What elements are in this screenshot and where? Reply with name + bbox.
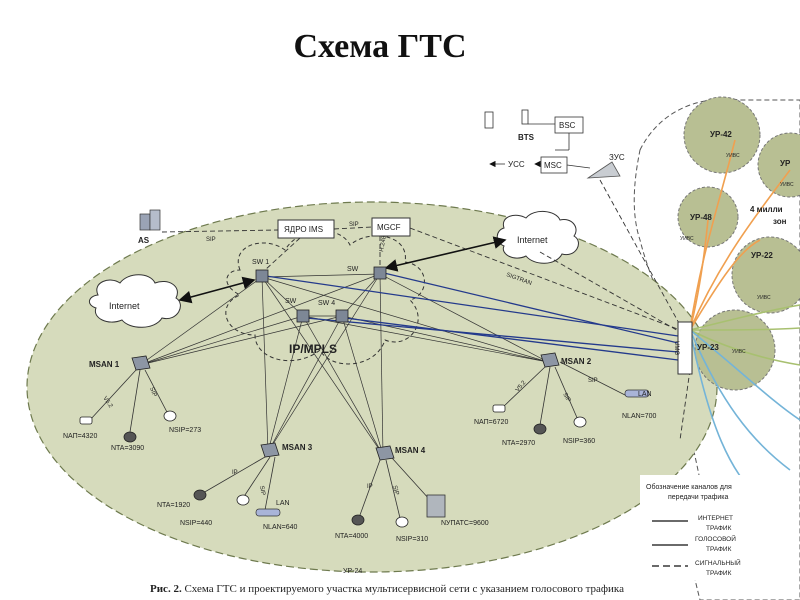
sip-label-as: SIP: [206, 237, 216, 243]
millions-label-2: зон: [773, 217, 787, 226]
signaling-links: [161, 179, 691, 441]
legend-item-1-line1: ИНТЕРНЕТ: [698, 515, 733, 522]
as-label: AS: [138, 236, 150, 245]
internet-link-left: [178, 276, 256, 304]
mesh-links: [139, 273, 549, 456]
msan3-nta: NTA=1920: [157, 502, 190, 509]
sip-label-3: SIP: [258, 485, 266, 496]
city-network-area: [26, 201, 718, 573]
legend-item-1-line2: ТРАФИК: [706, 525, 732, 532]
msan2-label: MSAN 2: [561, 357, 592, 366]
legend-item-3-line2: ТРАФИК: [706, 570, 732, 577]
msan2-lan: LAN: [638, 391, 652, 398]
msan1-nap: NАП=4320: [63, 433, 97, 440]
msc-label: MSC: [544, 161, 562, 170]
sw4-label: SW 4: [318, 300, 335, 307]
phone-icons: [79, 404, 587, 528]
sw1-label: SW 1: [252, 259, 269, 266]
msan4-label: MSAN 4: [395, 446, 426, 455]
msan3-label: MSAN 3: [282, 443, 313, 452]
subscriber-links: [89, 361, 626, 519]
voice-links: [265, 272, 679, 361]
msan-icons: [131, 352, 560, 461]
msan4-nupats: NУПАТС=9600: [441, 520, 489, 527]
internet-right-label: Internet: [517, 235, 548, 245]
sip-label-2: SIP: [561, 392, 571, 403]
as-server-icon: [139, 209, 161, 231]
msan3-lan: LAN: [276, 500, 290, 507]
switch-icons: [255, 266, 387, 323]
ur-48-sub: УИВС: [680, 236, 694, 242]
ur-24-label: УР-24: [343, 568, 362, 575]
upats-icon: [426, 494, 446, 518]
figure-caption: Рис. 2. Схема ГТС и проектируемого участ…: [150, 583, 790, 595]
msan1-nta: NTA=3090: [111, 445, 144, 452]
sip-label-1: SIP: [148, 387, 157, 398]
legend-item-2-line2: ТРАФИК: [706, 546, 732, 553]
caption-text: Схема ГТС и проектируемого участка мульт…: [184, 583, 624, 595]
msan2-nsip: NSIP=360: [563, 438, 595, 445]
lan-icon-msan2: [624, 389, 650, 398]
ur-48-label: УР-48: [690, 213, 712, 222]
umg-label: UMG: [673, 341, 679, 355]
legend-item-2-line1: ГОЛОСОВОЙ: [695, 534, 736, 543]
sip-label-4: SIP: [391, 485, 399, 496]
ur-42-sub: УИВС: [726, 153, 740, 159]
ur-right-sub: УИВС: [780, 182, 794, 188]
internet-link-right: [384, 236, 507, 272]
ipmpls-label: IP/MPLS: [289, 342, 337, 356]
legend-item-3-line1: СИГНАЛЬНЫЙ: [695, 558, 741, 567]
zus-label: ЗУС: [609, 153, 625, 162]
page-title: Схема ГТС: [293, 28, 467, 65]
msan3-nlan: NLAN=640: [263, 524, 298, 531]
h248-label: H.248: [379, 235, 388, 252]
msan3-nsip: NSIP=440: [180, 520, 212, 527]
msan4-nta: NTA=4000: [335, 533, 368, 540]
sip-label-msan2-lan: SIP: [588, 378, 598, 384]
legend-title-1: Обозначение каналов для: [646, 483, 732, 491]
umg-box: [677, 321, 693, 375]
ims-core-box: [277, 219, 335, 239]
ip-label-4: IP: [367, 484, 373, 490]
ur-42-label: УР-42: [710, 130, 732, 139]
ur-23-sub: УИВС: [732, 349, 746, 355]
sw2-label: SW: [347, 266, 359, 273]
msan4-nsip: NSIP=310: [396, 536, 428, 543]
internet-left-label: Internet: [109, 301, 140, 311]
uss-label: УСС: [508, 160, 525, 169]
mgcf-label: MGCF: [377, 223, 401, 232]
ur-23-label: УР-23: [697, 343, 719, 352]
msan2-nap: NАП=6720: [474, 419, 508, 426]
mgcf-box: [371, 217, 411, 237]
msan2-nlan: NLAN=700: [622, 413, 657, 420]
millions-label-1: 4 милли: [750, 205, 783, 214]
ip-label-3: IP: [232, 470, 238, 476]
legend-box: [640, 475, 790, 580]
caption-prefix: Рис. 2.: [150, 583, 182, 595]
sip-label-core: SIP: [349, 222, 359, 228]
ims-core-label: ЯДРО IMS: [284, 225, 323, 234]
msan1-label: MSAN 1: [89, 360, 120, 369]
msan2-nta: NTA=2970: [502, 440, 535, 447]
sw3-label: SW: [285, 298, 297, 305]
msan1-nsip: NSIP=273: [169, 427, 201, 434]
bsc-label: BSC: [559, 121, 576, 130]
ur-22-label: УР-22: [751, 251, 773, 260]
mobile-network: [484, 109, 621, 179]
bts-label: BTS: [518, 133, 535, 142]
lan-icon-msan3: [255, 508, 281, 517]
external-traffic-lines: [689, 139, 800, 501]
internet-cloud-left: [89, 274, 181, 328]
ur-right-label: УР: [780, 159, 791, 168]
legend-title-2: передачи трафика: [668, 494, 729, 501]
ur-22-sub: УИВС: [757, 295, 771, 301]
